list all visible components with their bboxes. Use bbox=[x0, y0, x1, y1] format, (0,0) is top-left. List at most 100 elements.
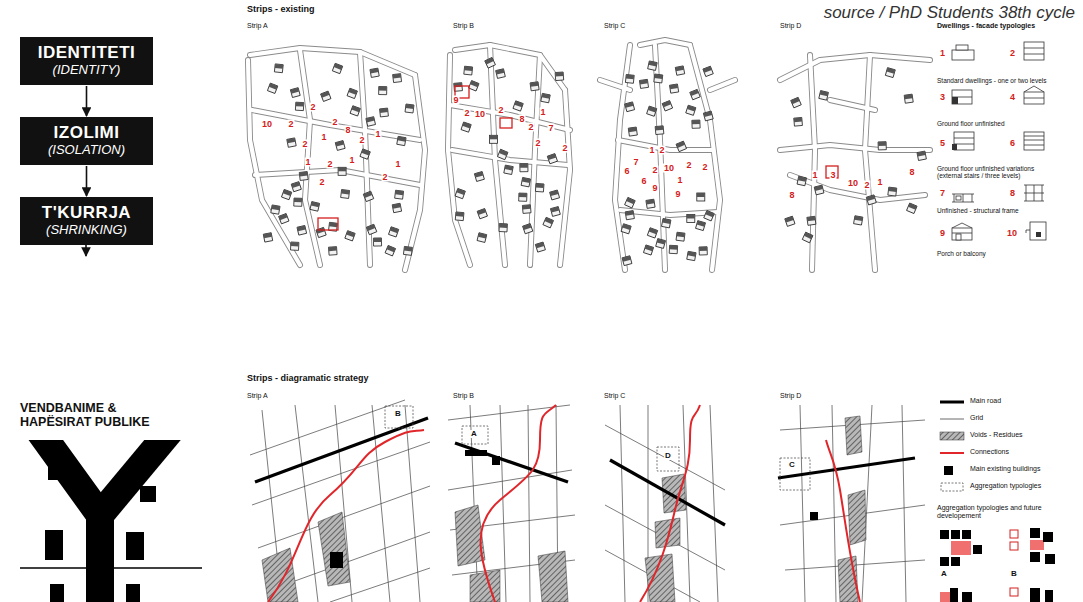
aggregation-future bbox=[1010, 588, 1018, 596]
house-body bbox=[647, 106, 657, 116]
house-symbol bbox=[878, 142, 886, 150]
house-symbol bbox=[287, 138, 296, 147]
house-roof bbox=[697, 221, 706, 227]
house-body bbox=[363, 191, 373, 201]
aggregation-block bbox=[1030, 552, 1040, 562]
typology-number: 1 bbox=[940, 48, 945, 58]
house-roof bbox=[291, 242, 299, 246]
house-symbol bbox=[297, 226, 307, 236]
house-symbol bbox=[464, 66, 473, 75]
road-surface bbox=[780, 145, 930, 150]
main-road bbox=[610, 460, 725, 525]
road-edge bbox=[405, 75, 425, 270]
house-roof bbox=[820, 91, 829, 97]
house-roof bbox=[866, 195, 875, 201]
road-surface bbox=[865, 55, 875, 270]
house-symbol bbox=[692, 120, 700, 128]
house-symbol bbox=[392, 203, 401, 212]
callout-number: 2 bbox=[331, 118, 338, 127]
house-roof bbox=[329, 222, 337, 227]
house-body bbox=[485, 57, 496, 68]
house-body bbox=[393, 74, 402, 83]
house-body bbox=[332, 63, 342, 73]
existing-building bbox=[330, 552, 343, 568]
grid-line bbox=[405, 405, 420, 602]
house-symbol bbox=[341, 190, 350, 199]
house-symbol bbox=[395, 190, 404, 199]
legend-heading: Aggregation typologies and future develo… bbox=[937, 504, 1072, 520]
strip-label: Strip A bbox=[247, 392, 268, 400]
house-roof bbox=[675, 66, 684, 71]
house-body bbox=[639, 79, 648, 88]
house-body bbox=[294, 198, 302, 206]
house-body bbox=[676, 232, 685, 241]
house-symbol bbox=[625, 75, 634, 84]
house-roof bbox=[545, 217, 554, 224]
house-roof bbox=[625, 102, 634, 108]
house-roof bbox=[271, 205, 280, 210]
house-body bbox=[405, 104, 414, 113]
house-body bbox=[687, 215, 695, 223]
house-symbol bbox=[802, 232, 813, 243]
house-roof bbox=[373, 238, 381, 242]
house-roof bbox=[530, 82, 538, 87]
aggregation-block bbox=[940, 530, 949, 539]
road-surface bbox=[560, 90, 570, 265]
house-symbol bbox=[547, 154, 557, 164]
house-roof bbox=[269, 83, 278, 90]
legend-sample bbox=[940, 432, 964, 440]
aggregation-red bbox=[940, 592, 950, 602]
house-symbol bbox=[639, 79, 648, 88]
house-symbol bbox=[785, 216, 795, 226]
aggregation-box bbox=[657, 447, 679, 471]
house-body bbox=[704, 210, 714, 220]
house-body bbox=[785, 216, 795, 226]
house-symbol bbox=[687, 215, 695, 223]
house-roof bbox=[662, 101, 671, 108]
house-body bbox=[802, 232, 813, 243]
callout-number: 10 bbox=[847, 179, 859, 188]
house-symbol bbox=[299, 172, 308, 181]
house-symbol bbox=[379, 87, 387, 95]
callout-number: 1 bbox=[320, 133, 327, 142]
aggregation-box bbox=[385, 406, 413, 428]
house-symbol bbox=[461, 122, 471, 132]
box-heading: IDENTITETI bbox=[38, 44, 136, 63]
house-body bbox=[392, 203, 401, 212]
aggregation-block bbox=[962, 530, 971, 539]
house-body bbox=[878, 142, 886, 150]
house-body bbox=[477, 209, 487, 219]
house-body bbox=[521, 178, 530, 187]
house-symbol bbox=[530, 82, 539, 91]
box-subheading: (SHRINKING) bbox=[46, 223, 127, 238]
void-area bbox=[538, 551, 568, 602]
house-body bbox=[335, 141, 345, 151]
callout-number: 1 bbox=[811, 171, 818, 180]
legend-text: Voids - Residues bbox=[970, 431, 1023, 439]
settlement-icon bbox=[20, 440, 202, 602]
strip-label: Strip C bbox=[604, 392, 625, 400]
house-roof bbox=[814, 185, 823, 191]
house-symbol bbox=[405, 104, 414, 113]
house-roof bbox=[687, 215, 695, 219]
house-symbol bbox=[541, 93, 550, 102]
house-roof bbox=[703, 111, 712, 117]
house-roof bbox=[520, 164, 528, 168]
connection-line bbox=[640, 405, 700, 602]
house-symbol bbox=[917, 151, 926, 160]
road-surface bbox=[620, 210, 718, 215]
callout-number: 8 bbox=[344, 126, 351, 135]
house-symbol bbox=[455, 212, 464, 221]
connection-line bbox=[826, 440, 860, 602]
callout-number: 1 bbox=[676, 176, 683, 185]
house-body bbox=[555, 72, 564, 81]
void-area bbox=[318, 512, 350, 586]
void-area bbox=[848, 490, 866, 545]
house-roof bbox=[654, 74, 662, 79]
aggregation-block bbox=[1043, 532, 1053, 542]
grid-line bbox=[528, 405, 530, 602]
house-body bbox=[329, 247, 338, 256]
house-symbol bbox=[523, 224, 533, 234]
house-body bbox=[647, 228, 657, 238]
